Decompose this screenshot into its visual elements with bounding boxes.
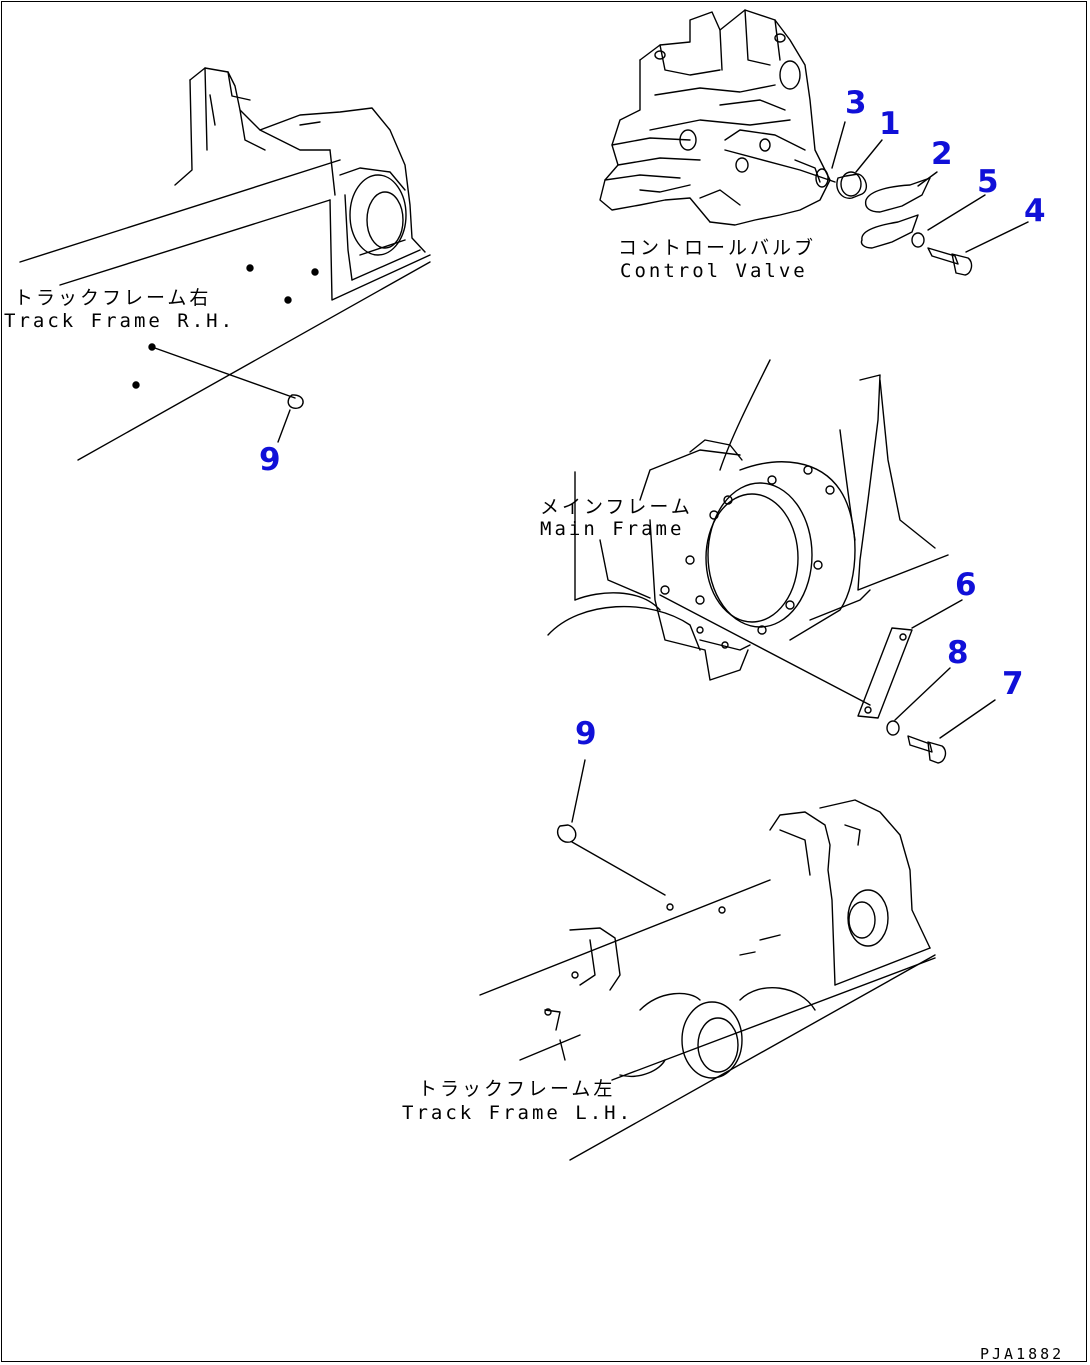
main-frame-label-en: Main Frame bbox=[540, 518, 685, 540]
callout-8: 8 bbox=[947, 635, 969, 671]
drawing-code: PJA1882 bbox=[980, 1345, 1065, 1363]
callout-9-lower: 9 bbox=[575, 716, 597, 752]
track-frame-rh-label-jp: トラックフレーム右 bbox=[14, 287, 212, 309]
track-frame-lh-label-en: Track Frame L.H. bbox=[402, 1102, 634, 1124]
control-valve-label-en: Control Valve bbox=[620, 260, 808, 282]
callout-1: 1 bbox=[879, 106, 901, 142]
callout-3: 3 bbox=[845, 85, 867, 121]
track-frame-lh-illustration bbox=[479, 759, 936, 1161]
callout-9-upper: 9 bbox=[259, 442, 281, 478]
track-frame-rh-illustration bbox=[19, 67, 431, 461]
callout-4: 4 bbox=[1024, 193, 1046, 229]
main-frame-label-jp: メインフレーム bbox=[540, 496, 693, 518]
callout-7: 7 bbox=[1002, 666, 1024, 702]
track-frame-lh-label-jp: トラックフレーム左 bbox=[418, 1078, 616, 1100]
track-frame-rh-label-en: Track Frame R.H. bbox=[4, 310, 236, 332]
main-frame-illustration bbox=[547, 359, 996, 764]
callout-6: 6 bbox=[955, 567, 977, 603]
control-valve-illustration bbox=[599, 9, 1029, 276]
control-valve-label-jp: コントロールバルブ bbox=[618, 237, 817, 259]
callout-2: 2 bbox=[931, 136, 953, 172]
callout-5: 5 bbox=[977, 164, 999, 200]
